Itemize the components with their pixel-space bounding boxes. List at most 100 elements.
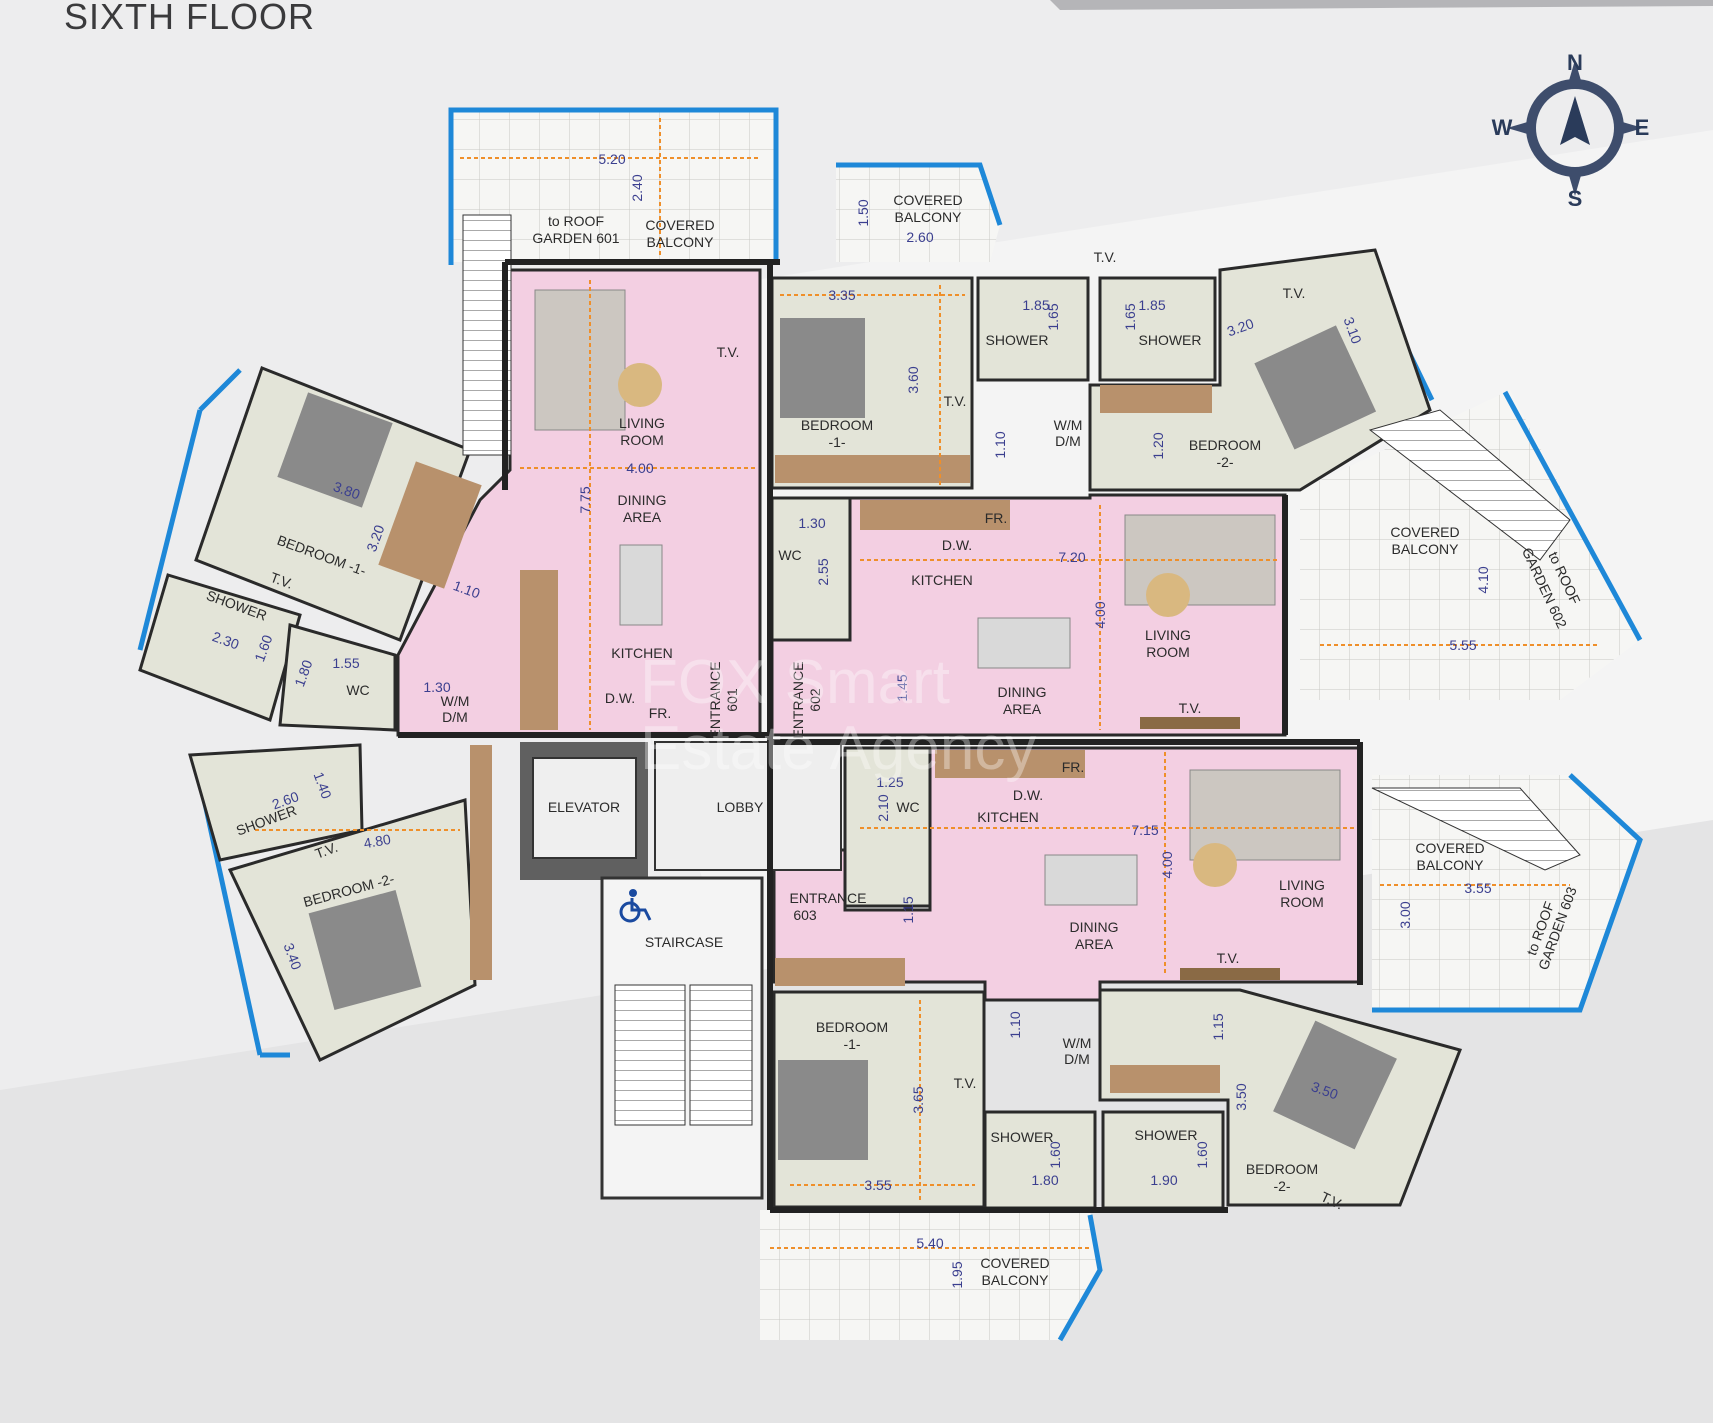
stair-run-left xyxy=(614,984,686,1126)
dim-label: 3.35 xyxy=(828,287,855,303)
label: FR. xyxy=(985,510,1008,526)
label: -1- xyxy=(828,434,845,450)
dim-label: 4.00 xyxy=(626,460,653,476)
label: BALCONY xyxy=(1392,541,1460,557)
bed-601-1 xyxy=(277,392,393,508)
compass-rose xyxy=(1507,60,1643,196)
dim-label: 3.55 xyxy=(1464,880,1491,896)
dim-label: 7.20 xyxy=(1058,549,1085,565)
stair-603 xyxy=(1371,787,1581,871)
tv-label: T.V. xyxy=(268,569,295,592)
label: STAIRCASE xyxy=(645,934,723,950)
coffee-table-601 xyxy=(618,363,662,407)
label: BALCONY xyxy=(647,234,715,250)
dim-label: 1.80 xyxy=(1031,1172,1058,1188)
label: ROOM xyxy=(1146,644,1190,660)
elevator-car xyxy=(532,757,637,859)
label: ENTRANCE xyxy=(707,661,723,738)
label: LOBBY xyxy=(717,799,764,815)
dim-label: 3.55 xyxy=(864,1177,891,1193)
label: LIVING xyxy=(1145,627,1191,643)
walls xyxy=(398,259,1363,1213)
label: BEDROOM xyxy=(1189,437,1261,453)
label: 601 xyxy=(724,688,740,712)
balcony-602 xyxy=(1300,390,1640,700)
label: D/M xyxy=(1064,1051,1090,1067)
compass-s: S xyxy=(1568,186,1583,211)
balconies xyxy=(451,110,1640,1340)
bed-602-2 xyxy=(1254,325,1377,450)
label: BALCONY xyxy=(1417,857,1485,873)
label: COVERED xyxy=(645,217,714,233)
label: WC xyxy=(778,547,801,563)
label: SHOWER xyxy=(991,1129,1054,1145)
label: D.W. xyxy=(1013,787,1043,803)
label: -1- xyxy=(843,1036,860,1052)
bed-601-2 xyxy=(308,890,422,1010)
dining-table-603 xyxy=(1044,854,1138,906)
kitchen-601-counter xyxy=(520,570,558,730)
dimension-labels: 5.20 2.40 1.50 2.60 4.00 7.75 3.35 3.60 … xyxy=(210,151,1492,1289)
label: KITCHEN xyxy=(977,809,1038,825)
dim-label: 4.00 xyxy=(1092,601,1108,628)
kitchen-603-counter xyxy=(935,750,1085,778)
dim-label: 1.15 xyxy=(900,896,916,923)
label: D/M xyxy=(1055,433,1081,449)
dim-label: 5.40 xyxy=(916,1235,943,1251)
dim-label: 2.40 xyxy=(629,174,645,201)
dim-label: 5.55 xyxy=(1449,637,1476,653)
dim-label: 1.10 xyxy=(1007,1011,1023,1038)
dim-label: 1.10 xyxy=(992,431,1008,458)
stair-602 xyxy=(1368,409,1571,561)
shower-602-b xyxy=(1098,276,1217,382)
label: -2- xyxy=(1216,454,1233,470)
dim-label: 4.10 xyxy=(1475,566,1491,593)
dim-label: 1.25 xyxy=(876,774,903,790)
label: AREA xyxy=(1003,701,1042,717)
label: D.W. xyxy=(942,537,972,553)
tv-label: T.V. xyxy=(717,344,740,360)
dim-label: 1.20 xyxy=(1150,432,1166,459)
label: W/M xyxy=(1054,417,1083,433)
dining-table-602 xyxy=(977,617,1071,669)
wardrobe-602-2 xyxy=(1100,385,1212,413)
label: BEDROOM xyxy=(801,417,873,433)
tv-unit-602 xyxy=(1140,717,1240,729)
tv-label: T.V. xyxy=(1283,285,1306,301)
wardrobe-602-1 xyxy=(775,455,970,483)
label: D.W. xyxy=(605,690,635,706)
dim-label: 1.30 xyxy=(798,515,825,531)
grey-rooms xyxy=(138,248,1462,1210)
dim-label: 1.60 xyxy=(1194,1141,1210,1168)
label: SHOWER xyxy=(986,332,1049,348)
dim-label: 2.55 xyxy=(815,558,831,585)
dim-label: 1.55 xyxy=(332,655,359,671)
label: 602 xyxy=(807,688,823,712)
label: FR. xyxy=(1062,759,1085,775)
label: FR. xyxy=(649,705,672,721)
dim-label: 4.00 xyxy=(1159,851,1175,878)
shower-601 xyxy=(138,573,302,722)
dim-label: 3.60 xyxy=(905,366,921,393)
label: COVERED xyxy=(980,1255,1049,1271)
label: COVERED xyxy=(1415,840,1484,856)
wardrobe-601-2 xyxy=(470,745,492,980)
shower-603-a xyxy=(983,1110,1097,1210)
label: LIVING xyxy=(619,415,665,431)
lobby xyxy=(654,741,842,871)
kitchen-602-counter xyxy=(860,500,1010,530)
label: ROOM xyxy=(1280,894,1324,910)
label: BEDROOM xyxy=(816,1019,888,1035)
bed-603-2 xyxy=(1273,1020,1397,1150)
label: ENTRANCE xyxy=(790,661,806,738)
dim-label: 1.65 xyxy=(1122,303,1138,330)
dim-label: 1.85 xyxy=(1022,297,1049,313)
label: KITCHEN xyxy=(611,645,672,661)
label: WC xyxy=(896,799,919,815)
coffee-table-603 xyxy=(1193,843,1237,887)
compass-w: W xyxy=(1492,115,1513,140)
label: W/M xyxy=(441,693,470,709)
shower-603-b xyxy=(1101,1110,1225,1210)
label: WC xyxy=(346,682,369,698)
dim-label: 1.30 xyxy=(423,679,450,695)
